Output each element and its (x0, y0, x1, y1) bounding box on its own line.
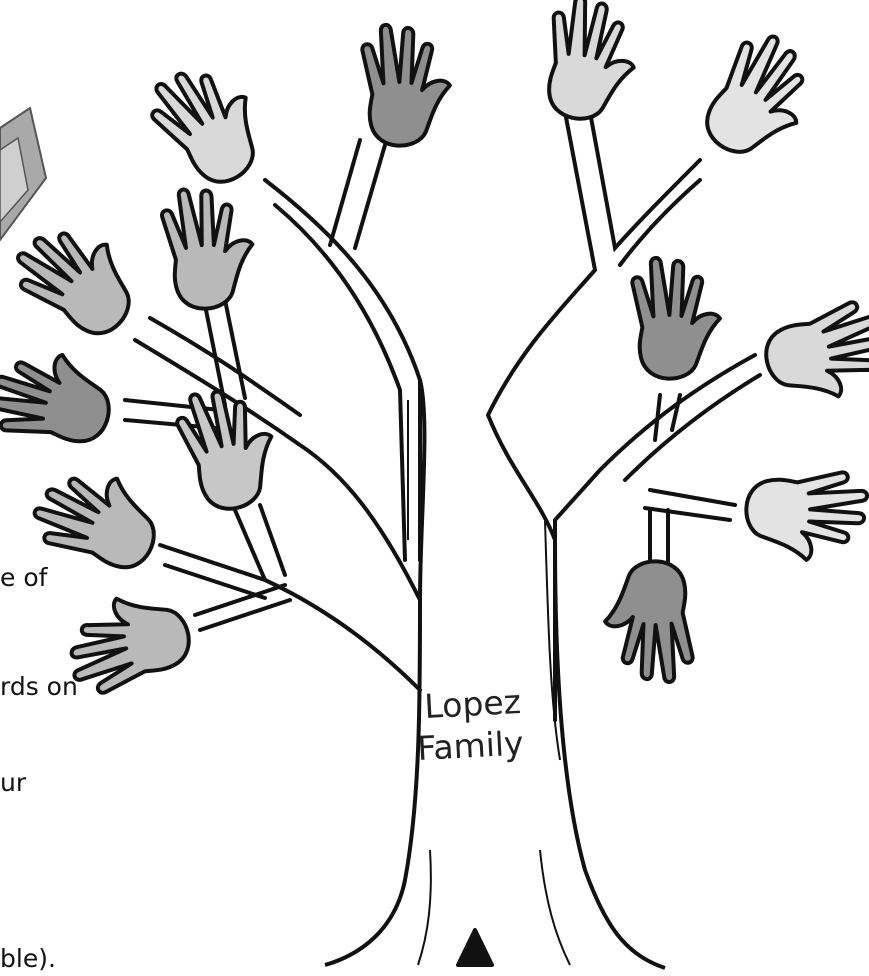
text-fragment: ur (0, 768, 26, 798)
paper-corner (0, 108, 46, 240)
trunk-label-line2: Family (416, 723, 524, 768)
hand-leaf (757, 295, 869, 416)
text-fragment: ble). (0, 944, 56, 974)
tree-trunk (325, 380, 665, 968)
hand-leaf (545, 0, 639, 123)
text-fragment: e of (0, 563, 47, 593)
hand-leaf (158, 179, 262, 313)
hand-leaves (0, 0, 869, 700)
hand-leaf (744, 470, 869, 564)
hand-leaf (139, 47, 282, 194)
trunk-label-line1: Lopez (423, 682, 521, 726)
hand-leaf (5, 207, 153, 346)
hand-leaf (0, 344, 117, 448)
hand-leaf (360, 20, 454, 149)
hand-leaf (26, 456, 169, 577)
hand-leaf (696, 25, 827, 172)
text-fragment: rds on (0, 672, 78, 702)
hand-leaf (600, 559, 694, 688)
hand-leaf (630, 253, 724, 382)
